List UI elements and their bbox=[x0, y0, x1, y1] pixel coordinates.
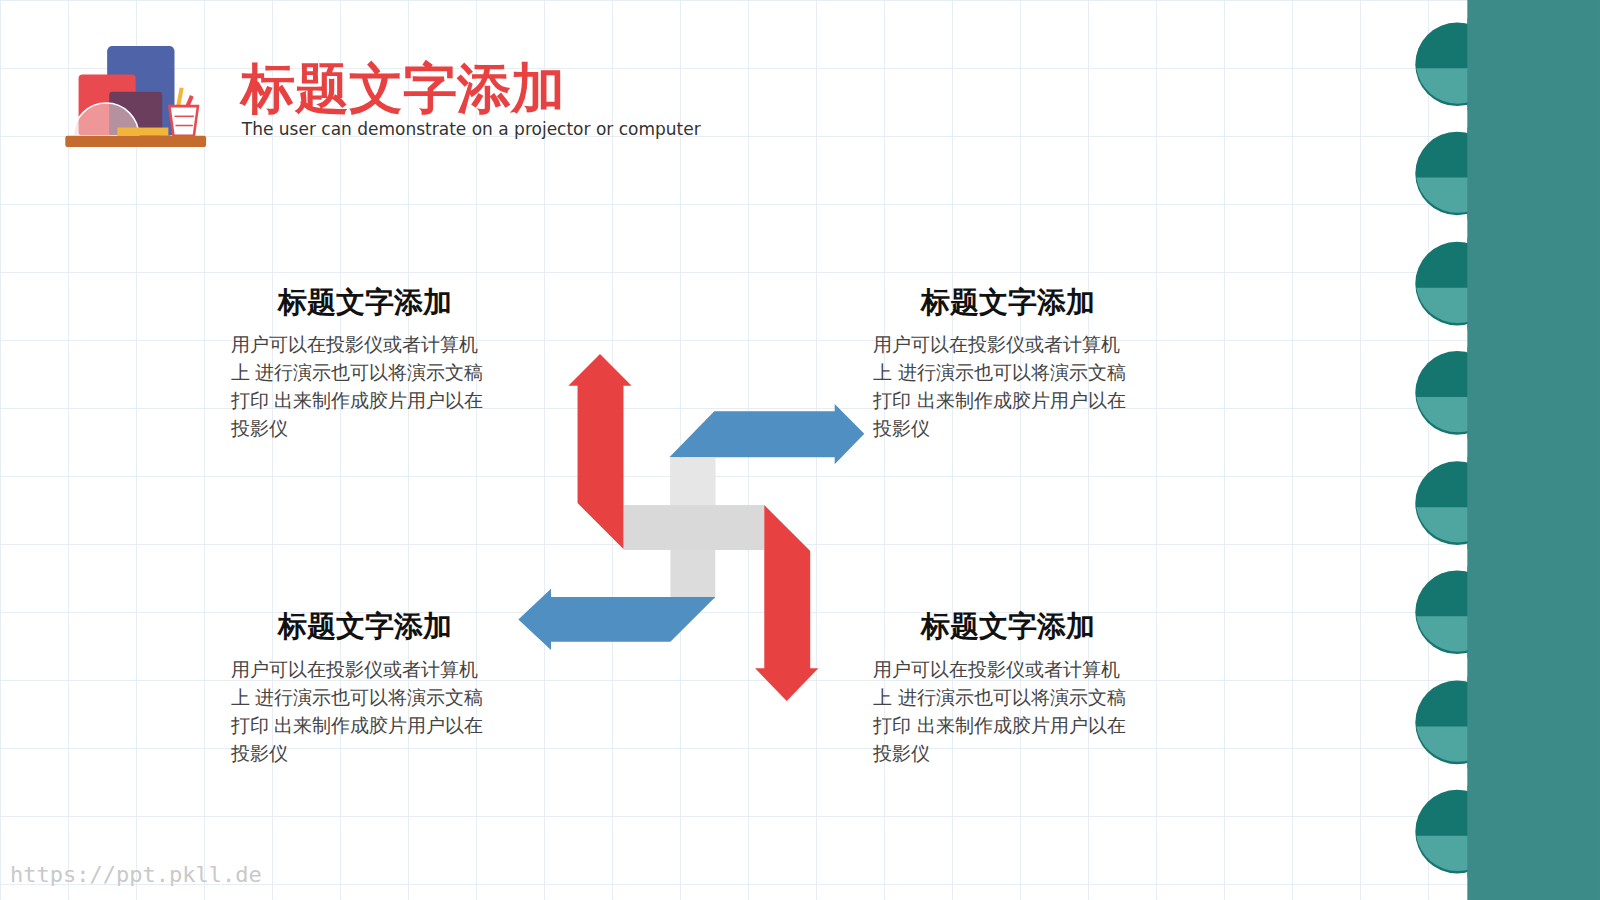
ring-cover bbox=[1467, 566, 1508, 658]
block-heading: 标题文字添加 bbox=[231, 609, 500, 644]
block-body: 用户可以在投影仪或者计算机上 进行演示也可以将演示文稿打印 出来制作成胶片用户以… bbox=[873, 656, 1138, 768]
ring-cover bbox=[1467, 786, 1508, 878]
binding-ring bbox=[1415, 18, 1508, 110]
ring-cover bbox=[1467, 238, 1508, 330]
block-body: 用户可以在投影仪或者计算机上 进行演示也可以将演示文稿打印 出来制作成胶片用户以… bbox=[231, 656, 496, 768]
center-cross bbox=[623, 505, 764, 550]
slide-subtitle: The user can demonstrate on a projector … bbox=[242, 119, 701, 139]
center-cross bbox=[670, 458, 715, 505]
text-block: 标题文字添加用户可以在投影仪或者计算机上 进行演示也可以将演示文稿打印 出来制作… bbox=[231, 609, 500, 768]
binding-ring bbox=[1415, 786, 1508, 878]
binding-ring bbox=[1415, 566, 1508, 658]
block-heading: 标题文字添加 bbox=[873, 609, 1142, 644]
pencil-cup bbox=[176, 125, 193, 127]
blue-arrow-left bbox=[518, 589, 715, 650]
block-body: 用户可以在投影仪或者计算机上 进行演示也可以将演示文稿打印 出来制作成胶片用户以… bbox=[873, 331, 1138, 443]
pencil-cup bbox=[169, 106, 198, 136]
binding-ring bbox=[1415, 677, 1508, 769]
block-heading: 标题文字添加 bbox=[231, 285, 500, 320]
binding-ring bbox=[1415, 238, 1508, 330]
binding-ring bbox=[1415, 128, 1508, 220]
books-illustration bbox=[65, 46, 206, 147]
red-arrow-up bbox=[568, 354, 631, 549]
binding-ring bbox=[1415, 347, 1508, 439]
ring-cover bbox=[1467, 347, 1508, 439]
blue-arrow-right bbox=[669, 404, 864, 464]
binding-ring bbox=[1415, 457, 1508, 549]
shelf bbox=[65, 136, 206, 147]
ring-cover bbox=[1467, 128, 1508, 220]
ring-cover bbox=[1467, 677, 1508, 769]
ring-cover bbox=[1467, 18, 1508, 110]
text-block: 标题文字添加用户可以在投影仪或者计算机上 进行演示也可以将演示文稿打印 出来制作… bbox=[231, 285, 500, 444]
ring-cover bbox=[1467, 457, 1508, 549]
block-body: 用户可以在投影仪或者计算机上 进行演示也可以将演示文稿打印 出来制作成胶片用户以… bbox=[231, 331, 496, 443]
block-heading: 标题文字添加 bbox=[873, 285, 1142, 320]
notebook-binding bbox=[1415, 0, 1600, 900]
pencil-cup bbox=[174, 116, 193, 118]
ruler bbox=[117, 128, 168, 136]
red-arrow-down bbox=[755, 505, 818, 701]
pinwheel-arrows bbox=[518, 354, 864, 701]
slide-title: 标题文字添加 bbox=[241, 59, 565, 118]
teal-strip bbox=[1467, 0, 1600, 900]
watermark: https://ppt.pkll.de bbox=[10, 862, 262, 887]
text-block: 标题文字添加用户可以在投影仪或者计算机上 进行演示也可以将演示文稿打印 出来制作… bbox=[873, 285, 1142, 444]
text-block: 标题文字添加用户可以在投影仪或者计算机上 进行演示也可以将演示文稿打印 出来制作… bbox=[873, 609, 1142, 768]
